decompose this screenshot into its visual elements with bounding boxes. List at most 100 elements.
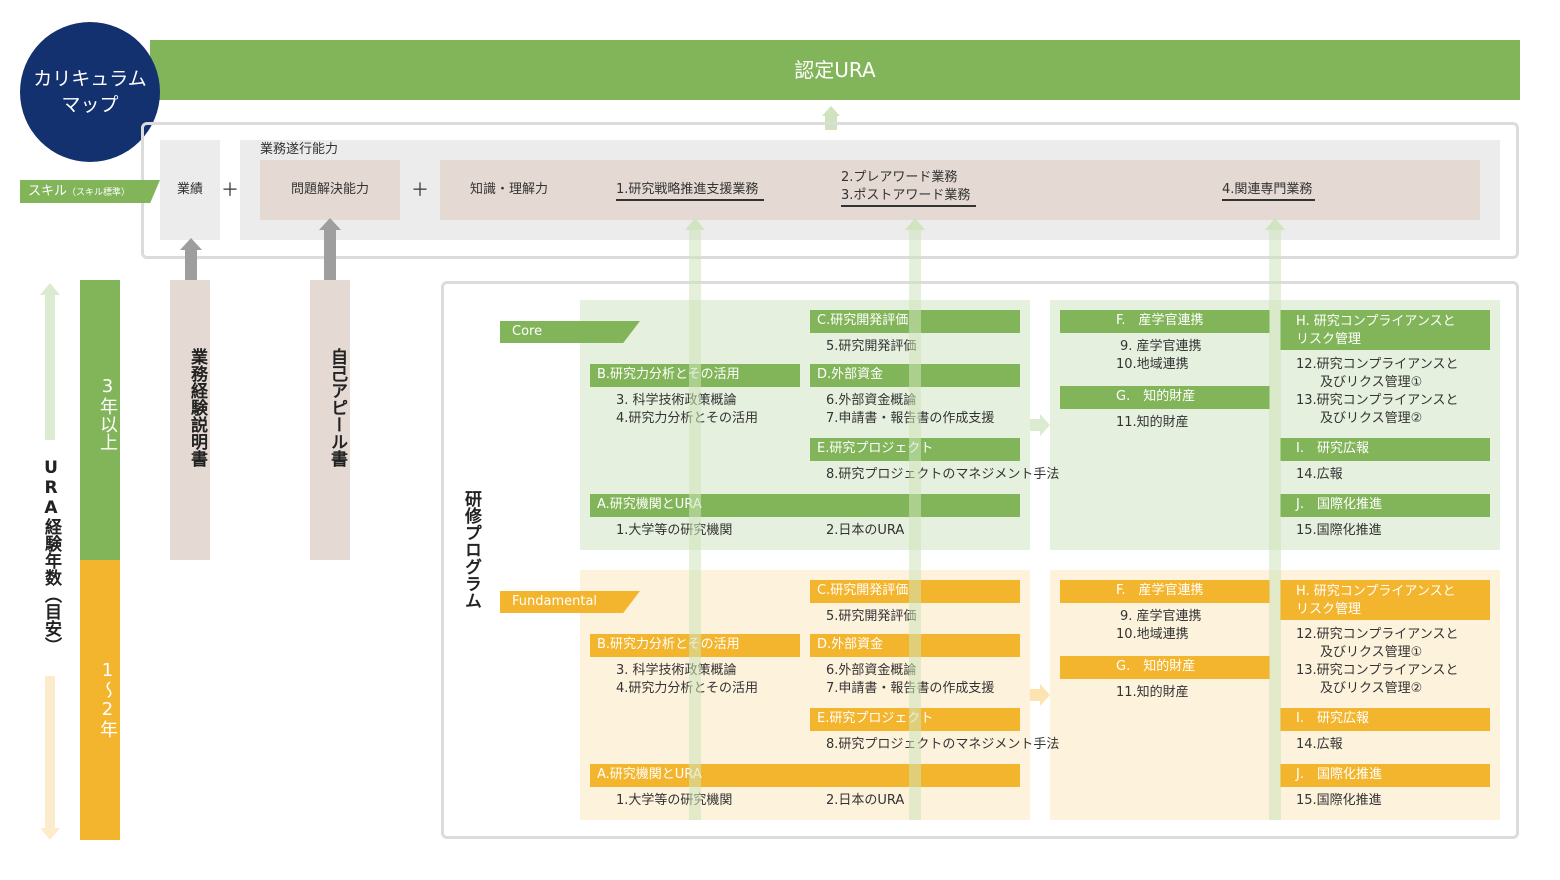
years-arrow-bottom-shaft bbox=[45, 676, 55, 828]
vertical-arrow-2-head bbox=[905, 218, 925, 230]
years-arrow-top-shaft bbox=[45, 294, 55, 440]
fund-f-item1: 9. 産学官連携 bbox=[1120, 609, 1202, 624]
fund-d-item1: 6.外部資金概論 bbox=[826, 663, 917, 678]
fund-a-item1: 1.大学等の研究機関 bbox=[616, 793, 733, 808]
years-arrow-bottom bbox=[40, 828, 60, 840]
core-d-item1: 6.外部資金概論 bbox=[826, 393, 917, 408]
one-two-bar bbox=[80, 560, 120, 840]
three-plus-label: 3年以上 bbox=[97, 376, 118, 451]
vertical-arrow-1 bbox=[689, 230, 701, 820]
up-arrow-to-banner bbox=[822, 106, 840, 116]
core-g-item1: 11.知的財産 bbox=[1116, 415, 1189, 430]
core-i-header: I. 研究広報 bbox=[1280, 438, 1490, 461]
fund-g-item1: 11.知的財産 bbox=[1116, 685, 1189, 700]
fund-c-item1: 5.研究開発評価 bbox=[826, 609, 917, 624]
fund-h-item1b: 及びリクス管理① bbox=[1320, 645, 1423, 660]
core-a-item2: 2.日本のURA bbox=[826, 523, 905, 538]
certified-ura-banner bbox=[150, 40, 1520, 100]
fund-j-item1: 15.国際化推進 bbox=[1296, 793, 1382, 808]
core-j-item1: 15.国際化推進 bbox=[1296, 523, 1382, 538]
achievement-box bbox=[160, 140, 220, 240]
plus-2: ＋ bbox=[411, 180, 429, 201]
program-frame bbox=[441, 281, 1519, 839]
arrow-doc1 bbox=[180, 238, 202, 250]
curriculum-map-circle: カリキュラム マップ bbox=[20, 22, 160, 162]
core-f-header: F. 産学官連携 bbox=[1060, 310, 1270, 333]
fund-h-header: H. 研究コンプライアンスと リスク管理 bbox=[1280, 580, 1490, 620]
core-b-header: B.研究力分析とその活用 bbox=[590, 364, 800, 387]
core-a-header: A.研究機関とURA bbox=[590, 494, 1020, 517]
skill-tag-sub: （スキル標準） bbox=[67, 188, 131, 198]
skill-tag-main: スキル bbox=[28, 184, 68, 199]
core-e-item1: 8.研究プロジェクトのマネジメント手法 bbox=[826, 467, 1060, 482]
problem-box bbox=[260, 160, 400, 220]
core-b-item1: 3. 科学技術政策概論 bbox=[616, 393, 737, 408]
circle-title-line1: カリキュラム bbox=[33, 68, 147, 90]
achievement-label: 業績 bbox=[176, 182, 203, 197]
core-i-item1: 14.広報 bbox=[1296, 467, 1343, 482]
vertical-arrow-1-head bbox=[685, 218, 705, 230]
knowledge-label: 知識・理解力 bbox=[470, 182, 549, 197]
core-f-item1: 9. 産学官連携 bbox=[1120, 339, 1202, 354]
core-h-item2a: 13.研究コンプライアンスと bbox=[1296, 393, 1459, 408]
fund-h-item2b: 及びリクス管理② bbox=[1320, 681, 1423, 696]
core-h-header: H. 研究コンプライアンスと リスク管理 bbox=[1280, 310, 1490, 350]
core-tag-label: Core bbox=[512, 324, 543, 339]
core-c-item1: 5.研究開発評価 bbox=[826, 339, 917, 354]
core-tag: Core bbox=[500, 321, 640, 343]
core-h-item1a: 12.研究コンプライアンスと bbox=[1296, 357, 1459, 372]
years-label: URA経験年数（目安） bbox=[41, 458, 61, 654]
program-label: 研修プログラム bbox=[461, 490, 481, 609]
fund-i-item1: 14.広報 bbox=[1296, 737, 1343, 752]
fund-b-item2: 4.研究力分析とその活用 bbox=[616, 681, 759, 696]
fund-f-item2: 10.地域連携 bbox=[1116, 627, 1189, 642]
core-g-header: G. 知的財産 bbox=[1060, 386, 1270, 409]
core-h-header-line1: H. 研究コンプライアンスと bbox=[1296, 314, 1456, 329]
arrow-doc2-shaft bbox=[324, 230, 336, 280]
doc2-box bbox=[310, 280, 350, 560]
fund-h-item1a: 12.研究コンプライアンスと bbox=[1296, 627, 1459, 642]
fund-b-item1: 3. 科学技術政策概論 bbox=[616, 663, 737, 678]
three-plus-bar bbox=[80, 280, 120, 560]
fund-f-header: F. 産学官連携 bbox=[1060, 580, 1270, 603]
fund-right-arrow bbox=[1030, 689, 1040, 701]
fund-a-header: A.研究機関とURA bbox=[590, 764, 1020, 787]
vertical-arrow-3 bbox=[1269, 230, 1281, 820]
fund-j-header: J. 国際化推進 bbox=[1280, 764, 1490, 787]
fund-h-item2a: 13.研究コンプライアンスと bbox=[1296, 663, 1459, 678]
fund-tag: Fundamental bbox=[500, 591, 640, 613]
doc1-box bbox=[170, 280, 210, 560]
fund-i-header: I. 研究広報 bbox=[1280, 708, 1490, 731]
core-b-item2: 4.研究力分析とその活用 bbox=[616, 411, 759, 426]
vertical-arrow-2 bbox=[909, 230, 921, 820]
core-h-header-line2: リスク管理 bbox=[1296, 332, 1362, 347]
work-4: 4.関連専門業務 bbox=[1222, 181, 1316, 201]
core-right-arrow-head bbox=[1040, 414, 1050, 436]
core-f-item2: 10.地域連携 bbox=[1116, 357, 1189, 372]
fund-g-header: G. 知的財産 bbox=[1060, 656, 1270, 679]
one-two-label: 1〜2年 bbox=[97, 660, 118, 738]
plus-1: ＋ bbox=[221, 180, 239, 201]
fund-h-header-line1: H. 研究コンプライアンスと bbox=[1296, 584, 1456, 599]
knowledge-box bbox=[440, 160, 1480, 220]
fund-h-header-line2: リスク管理 bbox=[1296, 602, 1362, 617]
work-2: 2.プレアワード業務 bbox=[841, 170, 958, 185]
core-h-item1b: 及びリクス管理① bbox=[1320, 375, 1423, 390]
banner-title: 認定URA bbox=[794, 58, 876, 82]
fund-e-item1: 8.研究プロジェクトのマネジメント手法 bbox=[826, 737, 1060, 752]
vertical-arrow-3-head bbox=[1265, 218, 1285, 230]
work-3: 3.ポストアワード業務 bbox=[841, 187, 977, 207]
arrow-doc1-shaft bbox=[185, 250, 197, 280]
fund-a-item2: 2.日本のURA bbox=[826, 793, 905, 808]
core-a-item1: 1.大学等の研究機関 bbox=[616, 523, 733, 538]
doc1-label: 業務経験説明書 bbox=[187, 348, 207, 467]
work-1: 1.研究戦略推進支援業務 bbox=[616, 181, 765, 201]
ability-label: 業務遂行能力 bbox=[260, 142, 339, 157]
doc2-label: 自己アピール書 bbox=[327, 348, 347, 467]
core-right-arrow bbox=[1030, 419, 1040, 431]
circle-title-line2: マップ bbox=[61, 94, 119, 116]
skill-tag: スキル（スキル標準） bbox=[20, 180, 160, 203]
arrow-doc2 bbox=[319, 218, 341, 230]
fund-right-arrow-head bbox=[1040, 684, 1050, 706]
fund-tag-label: Fundamental bbox=[512, 594, 598, 609]
